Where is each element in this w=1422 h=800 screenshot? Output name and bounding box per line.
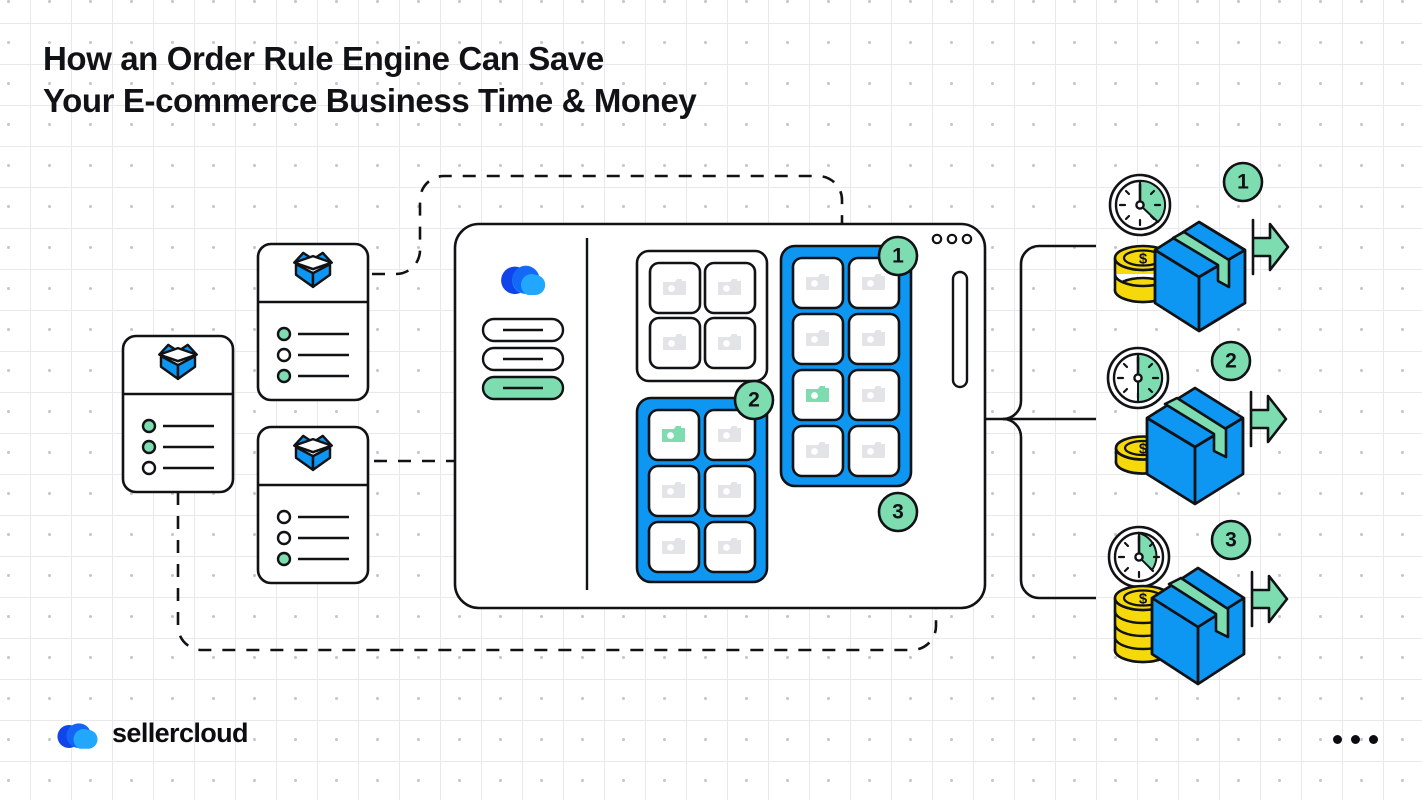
- group-badge-3: 3: [877, 491, 919, 533]
- result-badge-2-label: 2: [1225, 350, 1237, 373]
- result-group-1[interactable]: $ 1: [1108, 161, 1290, 333]
- coin-symbol: $: [1139, 591, 1148, 608]
- group-badge-3-label: 3: [892, 501, 904, 524]
- scrollbar-thumb[interactable]: [951, 270, 969, 389]
- clock-icon: [1108, 173, 1172, 237]
- result-group-2[interactable]: $ 2: [1106, 340, 1288, 506]
- group-badge-2-label: 2: [748, 389, 760, 412]
- order-card-top-bullets: [276, 326, 349, 384]
- brand-logo[interactable]: sellercloud: [55, 718, 249, 749]
- package-box-icon: [1145, 386, 1245, 506]
- result-badge-1: 1: [1222, 161, 1264, 203]
- order-card-left[interactable]: [121, 334, 235, 494]
- group-badge-1-label: 1: [892, 245, 904, 268]
- group-badge-1: 1: [877, 235, 919, 277]
- arrow-right-icon: [1250, 570, 1289, 628]
- order-card-left-bullets: [141, 418, 214, 476]
- package-box-icon: [1150, 566, 1246, 686]
- dot-1: [1333, 735, 1342, 744]
- dot-3: [1369, 735, 1378, 744]
- sidebar-item-1[interactable]: [481, 317, 565, 343]
- result-badge-3: 3: [1210, 519, 1252, 561]
- arrow-right-icon: [1251, 218, 1290, 276]
- window-dots: [931, 233, 973, 245]
- sidebar-item-3-active[interactable]: [481, 375, 565, 401]
- order-card-bottom-bullets: [276, 509, 349, 567]
- dashed-connector-top: [372, 174, 844, 276]
- more-dots-icon[interactable]: [1333, 735, 1378, 744]
- brand-name: sellercloud: [112, 718, 249, 748]
- product-group-unselected[interactable]: [635, 249, 769, 383]
- sidebar-item-2[interactable]: [481, 346, 565, 372]
- product-group-2[interactable]: 2: [635, 379, 775, 584]
- result-badge-2: 2: [1210, 340, 1252, 382]
- result-badge-3-label: 3: [1225, 529, 1237, 552]
- arrow-right-icon: [1249, 390, 1288, 448]
- coin-symbol: $: [1139, 251, 1148, 268]
- product-group-bottom[interactable]: [637, 594, 767, 724]
- page-title: How an Order Rule Engine Can Save Your E…: [43, 40, 697, 119]
- branch-connector-right: [986, 244, 1096, 600]
- cloud-icon: [57, 722, 98, 749]
- clock-icon: [1107, 525, 1171, 589]
- rule-engine-dashboard[interactable]: 1 2: [453, 222, 987, 724]
- order-card-bottom[interactable]: [256, 425, 370, 585]
- group-badge-2: 2: [733, 379, 775, 421]
- coin-symbol: $: [1139, 441, 1148, 458]
- order-card-top[interactable]: [256, 242, 370, 402]
- result-badge-1-label: 1: [1237, 171, 1249, 194]
- product-group-1[interactable]: 1: [779, 235, 919, 488]
- package-box-icon: [1153, 220, 1247, 333]
- dot-2: [1351, 735, 1360, 744]
- clock-icon: [1106, 346, 1170, 410]
- result-group-3[interactable]: $ 3: [1107, 519, 1289, 686]
